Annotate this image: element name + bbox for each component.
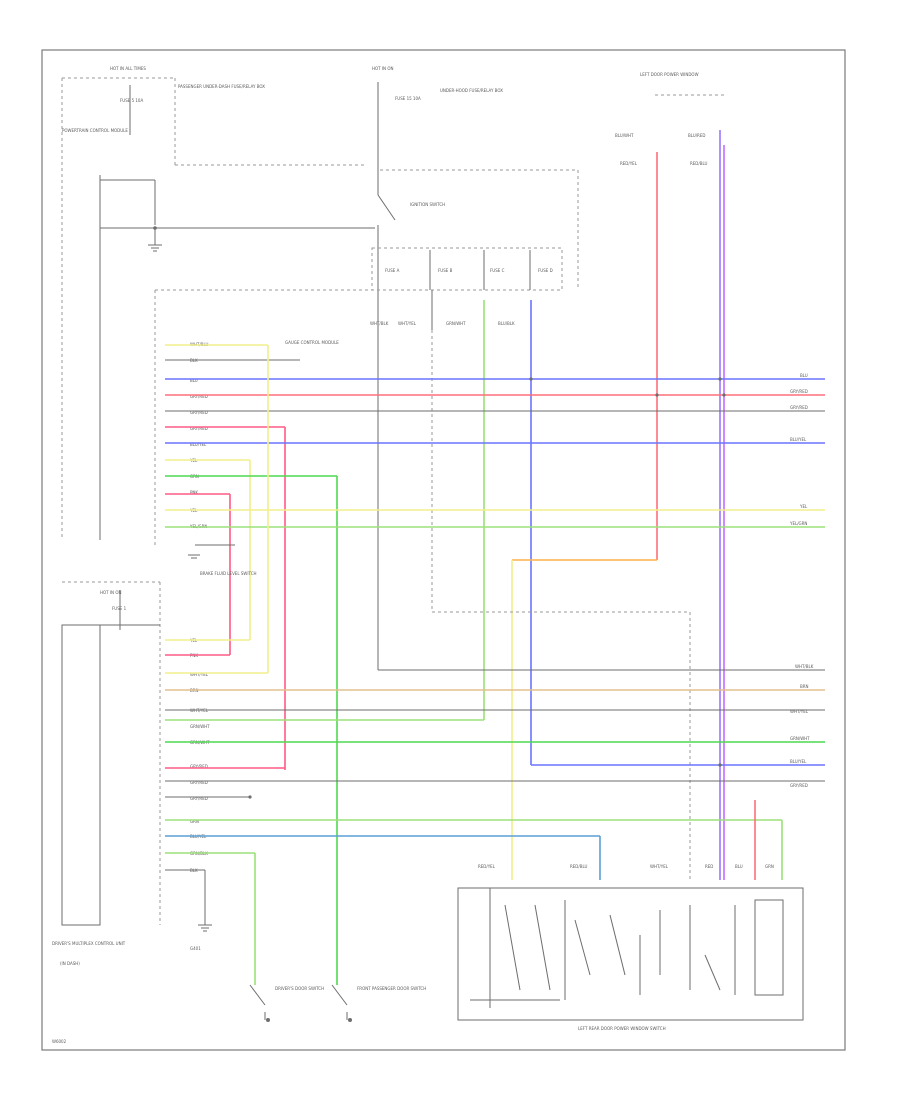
switch-top-labels: RED/YEL RED/BLU WHT/YEL RED BLU GRN [478,864,774,869]
diagram-frame [41,49,846,1051]
r-c: GRY/RED [790,405,808,410]
low-j: GRY/RED [190,796,208,801]
pcm-g: BLU/YEL [190,442,207,447]
pcm-e: GRY/RED [190,410,208,415]
fuse-label-lower: FUSE 1 [112,606,127,611]
fw-label-c: GRN/WHT [446,321,466,326]
ignition-block: HOT IN ON FUSE 15 10A UNDER-HOOD FUSE/RE… [370,66,579,670]
sw-b: RED/BLU [570,864,588,869]
rr-f: GRY/RED [790,783,808,788]
sw-e: BLU [735,864,743,869]
ground-label: G401 [190,946,201,951]
sw-d: RED [705,864,713,869]
fuse-c: FUSE C [490,268,505,273]
low-f: GRN/WHT [190,724,210,729]
passenger-door-switch: FRONT PASSENGER DOOR SWITCH [331,984,426,1022]
driver-module-sub: (IN DASH) [60,961,80,966]
rr-a: WHT/BLK [795,664,814,669]
rr-c: WHT/YEL [790,709,809,714]
fuse-d: FUSE D [538,268,553,273]
connector-dots [248,377,726,799]
pdu-label: PASSENGER UNDER-DASH FUSE/RELAY BOX [178,84,265,89]
pcm-connector-labels: WHT/BLU BLK BLU GRY/RED GRY/RED GRY/RED … [189,340,339,529]
sw-f: GRN [765,864,774,869]
low-k: GRN [190,819,199,824]
low-c: WHT/YEL [190,672,209,677]
door-switch-left-label: DRIVER'S DOOR SWITCH [275,986,324,991]
r-b: GRY/RED [790,389,808,394]
rr-e: BLU/YEL [790,759,807,764]
window-switch-block: LEFT REAR DOOR POWER WINDOW SWITCH [457,887,804,1031]
right-edge-labels: BLU GRY/RED GRY/RED BLU/YEL YEL YEL/GRN [789,373,808,526]
fw-label-a: WHT/BLK [370,321,389,326]
figure-code: W6002 [52,1039,67,1044]
hot-label-lower: HOT IN ON [100,590,121,595]
fw-label-d: BLU/BLK [498,321,515,326]
sw-a: RED/YEL [478,864,496,869]
brake-switch: BRAKE FLUID LEVEL SWITCH [188,544,257,576]
r-f: YEL/GRN [789,521,807,526]
low-i: GRY/RED [190,780,208,785]
pcm-label: POWERTRAIN CONTROL MODULE [62,128,128,133]
mirror-block: LEFT DOOR POWER WINDOW BLU/WHT RED/YEL B… [615,72,725,166]
ground-g401: G401 [190,924,212,951]
rr-d: GRN/WHT [790,736,810,741]
r-d: BLU/YEL [790,437,807,442]
power-window-label: LEFT DOOR POWER WINDOW [640,72,699,77]
r-a: BLU [800,373,808,378]
pcm-c: BLU [190,378,198,383]
pcm-d: GRY/RED [190,394,208,399]
rr-b: BRN [800,684,809,689]
brake-label: BRAKE FLUID LEVEL SWITCH [200,571,257,576]
gauge-label: GAUGE CONTROL MODULE [285,340,339,345]
driver-door-switch: DRIVER'S DOOR SWITCH [249,984,324,1022]
sw-c: WHT/YEL [650,864,669,869]
hot-label-mid: HOT IN ON [372,66,393,71]
top-label-c: BLU/RED [688,133,705,138]
pcm-j: PNK [190,490,198,495]
fuse-a: FUSE A [385,268,400,273]
pcm-f: GRY/RED [190,426,208,431]
fuse-label-mid: FUSE 15 10A [395,96,421,101]
fw-label-b: WHT/YEL [398,321,417,326]
fuse-b: FUSE B [438,268,453,273]
ignition-label: IGNITION SWITCH [410,202,445,207]
r-e: YEL [799,504,808,509]
driver-module-label: DRIVER'S MULTIPLEX CONTROL UNIT [52,941,126,946]
top-label-a: BLU/WHT [615,133,634,138]
low-h: GRY/RED [190,764,208,769]
master-switch-label: LEFT REAR DOOR POWER WINDOW SWITCH [578,1026,666,1031]
top-label-d: RED/BLU [690,161,708,166]
right-lower-labels: WHT/BLK BRN WHT/YEL GRN/WHT BLU/YEL GRY/… [790,664,814,788]
pcm-block: HOT IN ALL TIMES FUSE 5 10A PASSENGER UN… [61,66,375,545]
driver-module-block: HOT IN ON FUSE 1 DRIVER'S MULTIPLEX CONT… [52,581,161,966]
top-label-b: RED/YEL [620,161,638,166]
hot-label-left: HOT IN ALL TIMES [110,66,146,71]
fuse-label-left: FUSE 5 10A [120,98,143,103]
door-switch-right-label: FRONT PASSENGER DOOR SWITCH [357,986,426,991]
underhood-label: UNDER-HOOD FUSE/RELAY BOX [440,88,503,93]
